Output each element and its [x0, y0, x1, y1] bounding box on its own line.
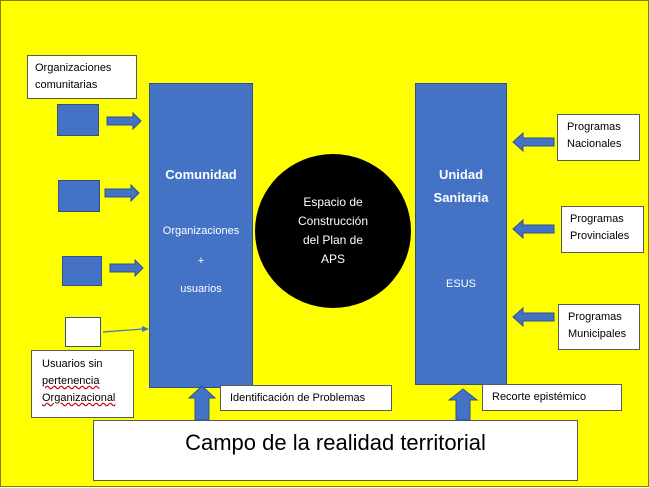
center-circle-text: Espacio de Construcción del Plan de APS [255, 154, 411, 308]
right-arrow-icon-group [104, 111, 144, 278]
unidad-title-line2: Sanitaria [433, 190, 489, 205]
unidad-sanitaria-block: Unidad Sanitaria ESUS [415, 83, 507, 385]
recorte-epistemico-box: Recorte epistémico [482, 384, 622, 411]
up-arrow-icon [447, 388, 479, 421]
usuarios-sin-pertenencia-box: Usuarios sin pertenencia Organizacional [31, 350, 134, 418]
comunidad-line1: Organizaciones [162, 225, 240, 237]
thin-arrow-head-icon [142, 326, 149, 332]
usuarios-line3: Organizacional [42, 392, 116, 404]
left-arrow-icon-group [512, 131, 555, 328]
up-arrow-icon [187, 385, 217, 421]
prog-mun-line2: Municipales [568, 328, 627, 340]
usuarios-line1: Usuarios sin [42, 358, 103, 370]
right-arrow-icon [104, 183, 140, 203]
comunidad-line3: usuarios [180, 283, 222, 295]
org-comunitarias-line1: Organizaciones [35, 62, 112, 74]
left-arrow-icon [512, 218, 555, 240]
campo-realidad-title: Campo de la realidad territorial [185, 430, 486, 455]
campo-realidad-box: Campo de la realidad territorial [93, 420, 578, 481]
programas-provinciales-box: Programas Provinciales [561, 206, 644, 253]
prog-nac-line1: Programas [567, 121, 621, 133]
identificacion-problemas-box: Identificación de Problemas [220, 385, 392, 411]
programas-municipales-box: Programas Municipales [558, 304, 640, 350]
unidad-title-line1: Unidad [438, 167, 484, 182]
org-square-3 [62, 256, 102, 286]
org-square-2 [58, 180, 100, 212]
unidad-sub: ESUS [446, 278, 476, 290]
center-line4: APS [320, 252, 345, 266]
org-comunitarias-box: Organizaciones comunitarias [27, 55, 137, 99]
usuarios-line2: pertenencia [42, 375, 100, 387]
comunidad-block: Comunidad Organizaciones + usuarios [149, 83, 253, 388]
center-line1: Espacio de [303, 195, 363, 209]
up-arrow-icon-group [187, 385, 479, 421]
left-arrow-icon [512, 306, 555, 328]
center-circle: Espacio de Construcción del Plan de APS [255, 154, 411, 308]
recorte-text: Recorte epistémico [492, 391, 587, 403]
org-comunitarias-line2: comunitarias [35, 79, 98, 91]
prog-prov-line2: Provinciales [570, 230, 630, 242]
center-line2: Construcción [297, 214, 369, 228]
prog-prov-line1: Programas [570, 213, 624, 225]
comunidad-line2: + [197, 255, 205, 267]
comunidad-title: Comunidad [165, 167, 237, 182]
identificacion-text: Identificación de Problemas [230, 392, 366, 404]
programas-nacionales-box: Programas Nacionales [557, 114, 640, 161]
right-arrow-icon [106, 111, 142, 131]
thin-arrow-line [102, 328, 144, 333]
center-line3: del Plan de [302, 233, 364, 247]
prog-nac-line2: Nacionales [567, 138, 622, 150]
prog-mun-line1: Programas [568, 311, 622, 323]
right-arrow-icon [109, 258, 144, 278]
user-square [65, 317, 101, 347]
org-square-1 [57, 104, 99, 136]
left-arrow-icon [512, 131, 555, 153]
